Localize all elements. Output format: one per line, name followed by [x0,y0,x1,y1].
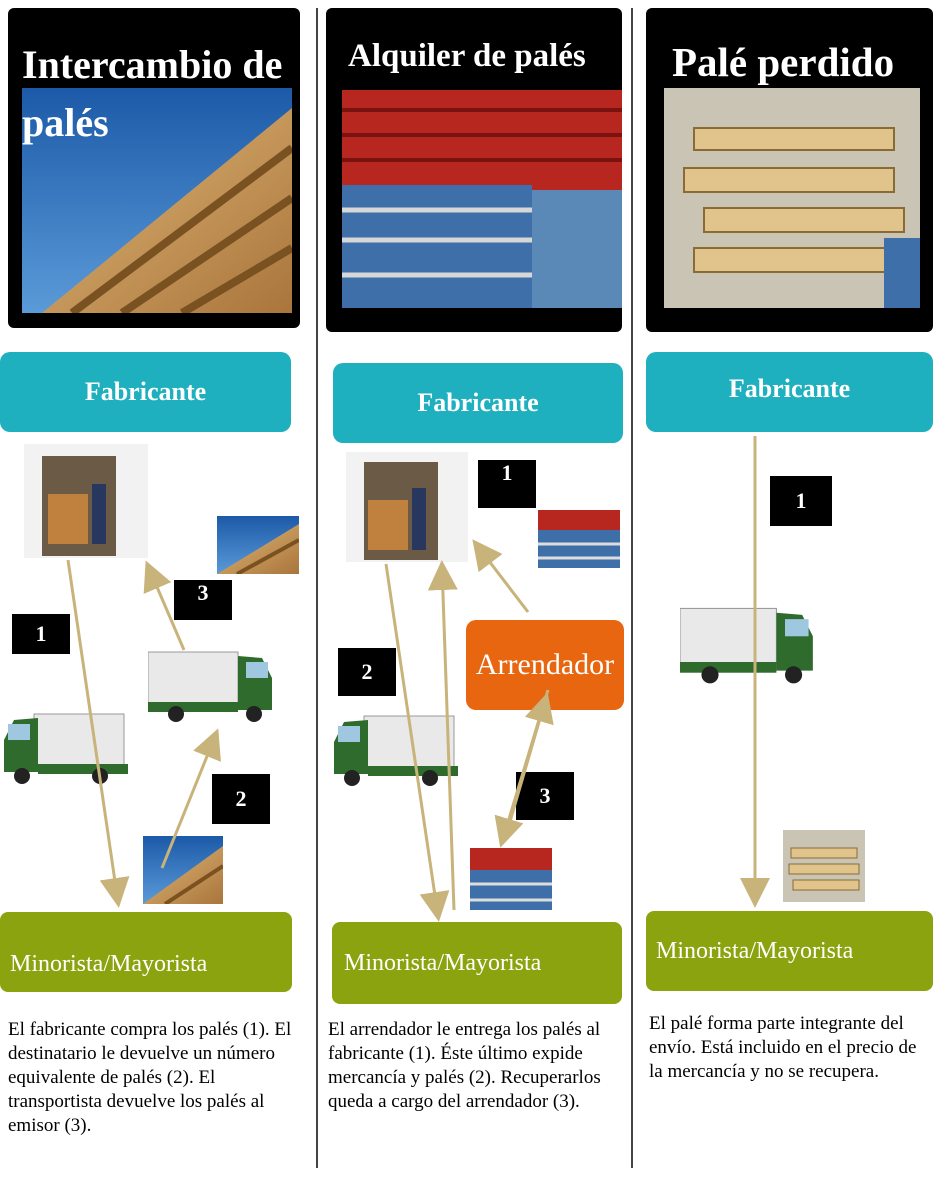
step-badge-3: 3 [174,580,232,620]
column-divider-1 [316,8,318,1168]
step-badge-1: 1 [12,614,70,654]
step-badge-2: 2 [338,648,396,696]
arrow-step-2 [384,563,450,922]
header-alquiler: Alquiler de palés [326,8,622,332]
arrow-step-1 [66,559,130,908]
description-intercambio: El fabricante compra los palés (1). El d… [8,1019,292,1136]
box-minorista-3: Minorista/Mayorista [646,911,933,991]
column-divider-2 [631,8,633,1168]
box-fabricante-1: Fabricante [0,352,291,432]
box-fabricante-2: Fabricante [333,363,623,443]
step-badge-2: 2 [212,774,270,824]
pallet-rental-photo [342,90,622,308]
step-badge-3: 3 [516,772,574,820]
arrow-step-2-return [427,560,458,911]
warehouse-photo [24,444,148,558]
arrow-step-1 [472,539,530,613]
step-badge-1: 1 [770,476,832,526]
description-perdido: El palé forma parte integrante del envío… [649,1013,917,1082]
step-badge-1: 1 [478,460,536,508]
arrow-step-2 [160,728,221,869]
description-alquiler: El arrendador le entrega los palés al fa… [328,1019,601,1112]
warehouse-photo [346,452,468,562]
title-intercambio: Intercambio de palés [22,42,283,145]
box-minorista-1: Minorista/Mayorista [0,912,292,992]
pallet-photo-small-4 [470,848,552,910]
arrow-step-3 [143,560,186,651]
pallet-photo-small-5 [783,830,865,902]
title-perdido: Palé perdido [672,39,895,85]
pallet-photo-small-2 [143,836,223,904]
box-minorista-2: Minorista/Mayorista [332,922,622,1004]
pallet-photo-small-1 [217,516,299,574]
box-fabricante-3: Fabricante [646,352,933,432]
pallet-stack-photo [22,88,292,313]
lost-pallet-photo [664,88,920,308]
pallet-photo-small-3 [538,510,620,568]
header-perdido: Palé perdido [646,8,933,332]
title-alquiler: Alquiler de palés [348,38,586,74]
arrow-step-3-up [502,692,554,843]
header-intercambio: Intercambio de palés [8,8,300,328]
